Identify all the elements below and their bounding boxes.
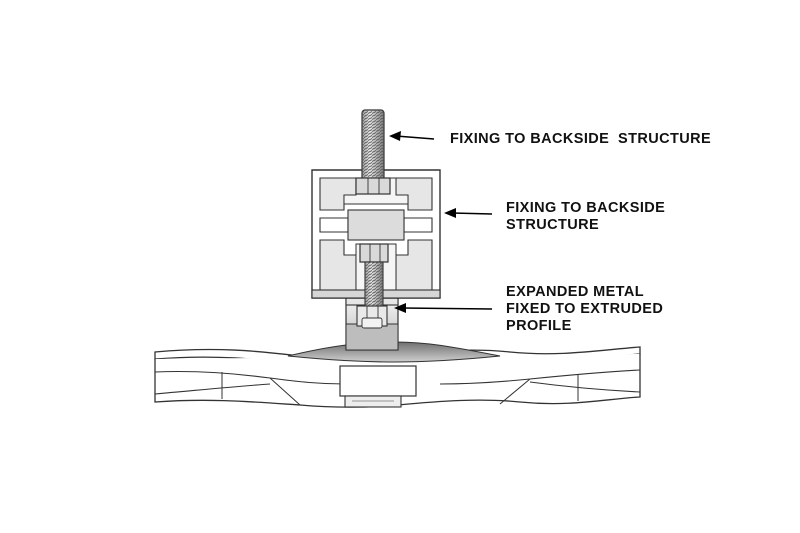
lower-bolt — [359, 243, 389, 307]
callout-arrow-2 — [444, 208, 493, 218]
callout-arrow-3 — [394, 303, 493, 313]
callout-label-3: EXPANDED METAL FIXED TO EXTRUDED PROFILE — [506, 284, 668, 334]
callout-label-3-line-3: PROFILE — [506, 318, 572, 334]
callout-label-2-line-1: FIXING TO BACKSIDE — [506, 200, 665, 216]
callout-label-2-line-2: STRUCTURE — [506, 217, 599, 233]
callout-label-3-line-2: FIXED TO EXTRUDED — [506, 301, 663, 317]
expanded-metal-sheet — [154, 341, 641, 408]
callout-arrow-1 — [389, 131, 435, 141]
callout-label-3-line-1: EXPANDED METAL — [506, 284, 644, 300]
callout-label-2: FIXING TO BACKSIDE STRUCTURE — [506, 200, 670, 233]
callout-label-1: FIXING TO BACKSIDE STRUCTURE — [450, 131, 711, 147]
upper-threaded-rod — [355, 109, 391, 195]
